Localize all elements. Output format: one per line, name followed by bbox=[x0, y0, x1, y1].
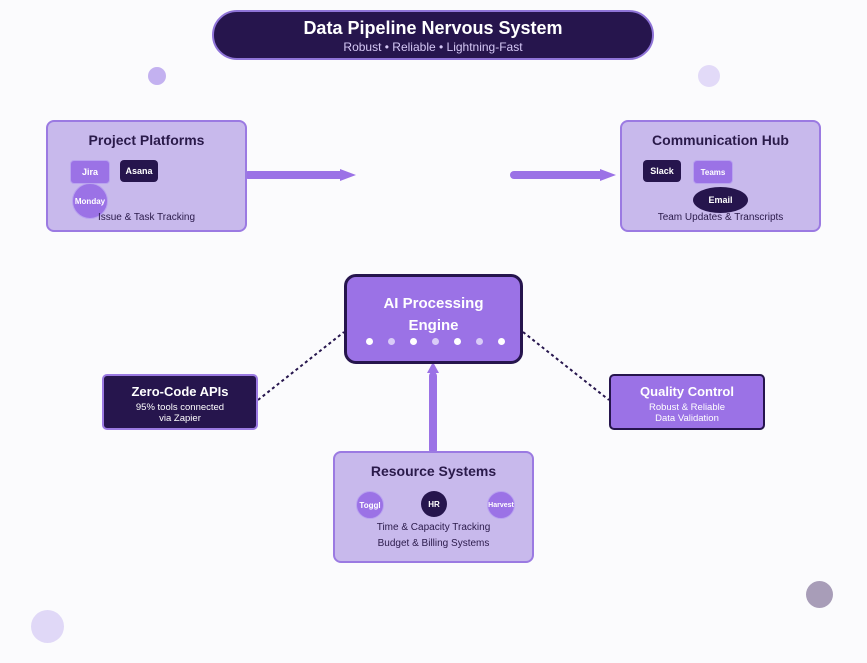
decor-dot bbox=[698, 65, 720, 87]
project-platforms-caption: Issue & Task Tracking bbox=[97, 212, 196, 223]
resource-systems-caption-1: Time & Capacity Tracking bbox=[376, 522, 491, 533]
decor-dot bbox=[806, 581, 833, 608]
diagram-header: Data Pipeline Nervous System Robust • Re… bbox=[212, 10, 654, 60]
project-platforms-title: Project Platforms bbox=[88, 132, 205, 148]
activity-dot bbox=[498, 338, 505, 345]
communication-hub-title: Communication Hub bbox=[652, 132, 789, 148]
zero-code-line2: via Zapier bbox=[159, 413, 201, 424]
chip-email: Email bbox=[693, 187, 748, 213]
quality-control-title: Quality Control bbox=[640, 384, 734, 399]
quality-link bbox=[522, 331, 610, 401]
zero-code-link bbox=[257, 331, 345, 401]
activity-dot bbox=[366, 338, 373, 345]
engine-title-line2: Engine bbox=[408, 317, 459, 334]
resource-systems-title: Resource Systems bbox=[370, 463, 497, 479]
decor-dot bbox=[31, 610, 64, 643]
chip-hr: HR bbox=[421, 491, 447, 517]
chip-toggl: Toggl bbox=[356, 491, 384, 519]
chip-monday: Monday bbox=[72, 183, 108, 219]
activity-dot bbox=[454, 338, 461, 345]
zero-code-description: 95% tools connected via Zapier bbox=[104, 402, 256, 424]
activity-dot bbox=[432, 338, 439, 345]
communication-hub-caption: Team Updates & Transcripts bbox=[657, 212, 784, 223]
quality-control-line2: Data Validation bbox=[655, 413, 719, 424]
diagram-title: Data Pipeline Nervous System bbox=[303, 18, 563, 38]
zero-code-apis-box: Zero-Code APIs 95% tools connected via Z… bbox=[102, 374, 258, 430]
quality-control-box: Quality Control Robust & Reliable Data V… bbox=[609, 374, 765, 430]
activity-dot bbox=[388, 338, 395, 345]
activity-dot bbox=[476, 338, 483, 345]
quality-control-line1: Robust & Reliable bbox=[648, 402, 726, 413]
chip-teams: Teams bbox=[693, 160, 733, 184]
diagram-subtitle: Robust • Reliable • Lightning-Fast bbox=[343, 40, 523, 54]
comms-arrow-head bbox=[600, 169, 616, 181]
zero-code-title: Zero-Code APIs bbox=[131, 384, 229, 399]
resource-arrow-head bbox=[427, 362, 439, 373]
engine-activity-dots bbox=[366, 338, 506, 348]
resource-systems-box: Resource Systems Toggl HR Harvest Time &… bbox=[333, 451, 534, 563]
resource-systems-caption-2: Budget & Billing Systems bbox=[377, 538, 490, 549]
zero-code-line1: 95% tools connected bbox=[135, 402, 225, 413]
chip-asana: Asana bbox=[120, 160, 158, 182]
chip-slack: Slack bbox=[643, 160, 681, 182]
decor-dot bbox=[148, 67, 166, 85]
chip-harvest: Harvest bbox=[487, 491, 515, 519]
ai-processing-engine: AI Processing Engine bbox=[344, 274, 523, 364]
engine-title-line1: AI Processing bbox=[383, 295, 484, 312]
activity-dot bbox=[410, 338, 417, 345]
platforms-arrow-head bbox=[340, 169, 356, 181]
quality-control-description: Robust & Reliable Data Validation bbox=[611, 402, 763, 424]
communication-hub-box: Communication Hub Slack Teams Email Team… bbox=[620, 120, 821, 232]
engine-title: AI Processing Engine bbox=[347, 293, 520, 337]
chip-jira: Jira bbox=[70, 160, 110, 184]
project-platforms-box: Project Platforms Jira Asana Monday Issu… bbox=[46, 120, 247, 232]
